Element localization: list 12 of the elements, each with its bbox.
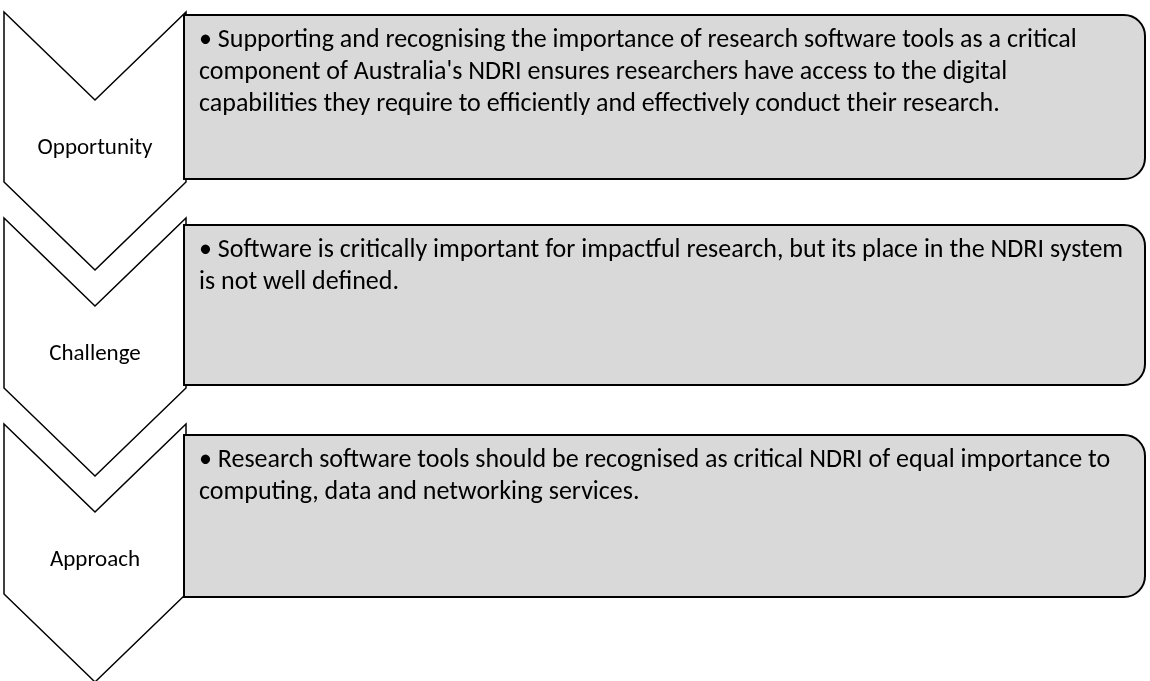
text-panel: [183, 434, 1146, 598]
bullet-text: • Software is critically important for impactful research, but its place in the NDRI system is not well defined.: [199, 232, 1125, 297]
stage-label: Challenge: [48, 338, 142, 366]
bullet-text: • Supporting and recognising the importance of research software tools as a critical component of Australia's NDRI ensures researchers have access to the digital capabilities they require to efficiently and effectively conduct their research.: [199, 22, 1078, 119]
chevron-shape: [4, 218, 186, 476]
chevron-shape: [4, 424, 186, 681]
text-panel: [183, 14, 1146, 180]
stage-label: Opportunity: [36, 132, 154, 160]
stage-label: Approach: [48, 544, 142, 572]
chevron-shape: [4, 12, 186, 270]
bullet-text: • Research software tools should be recognised as critical NDRI of equal importance to computing, data and networking services.: [199, 442, 1112, 507]
text-panel: [183, 224, 1146, 386]
